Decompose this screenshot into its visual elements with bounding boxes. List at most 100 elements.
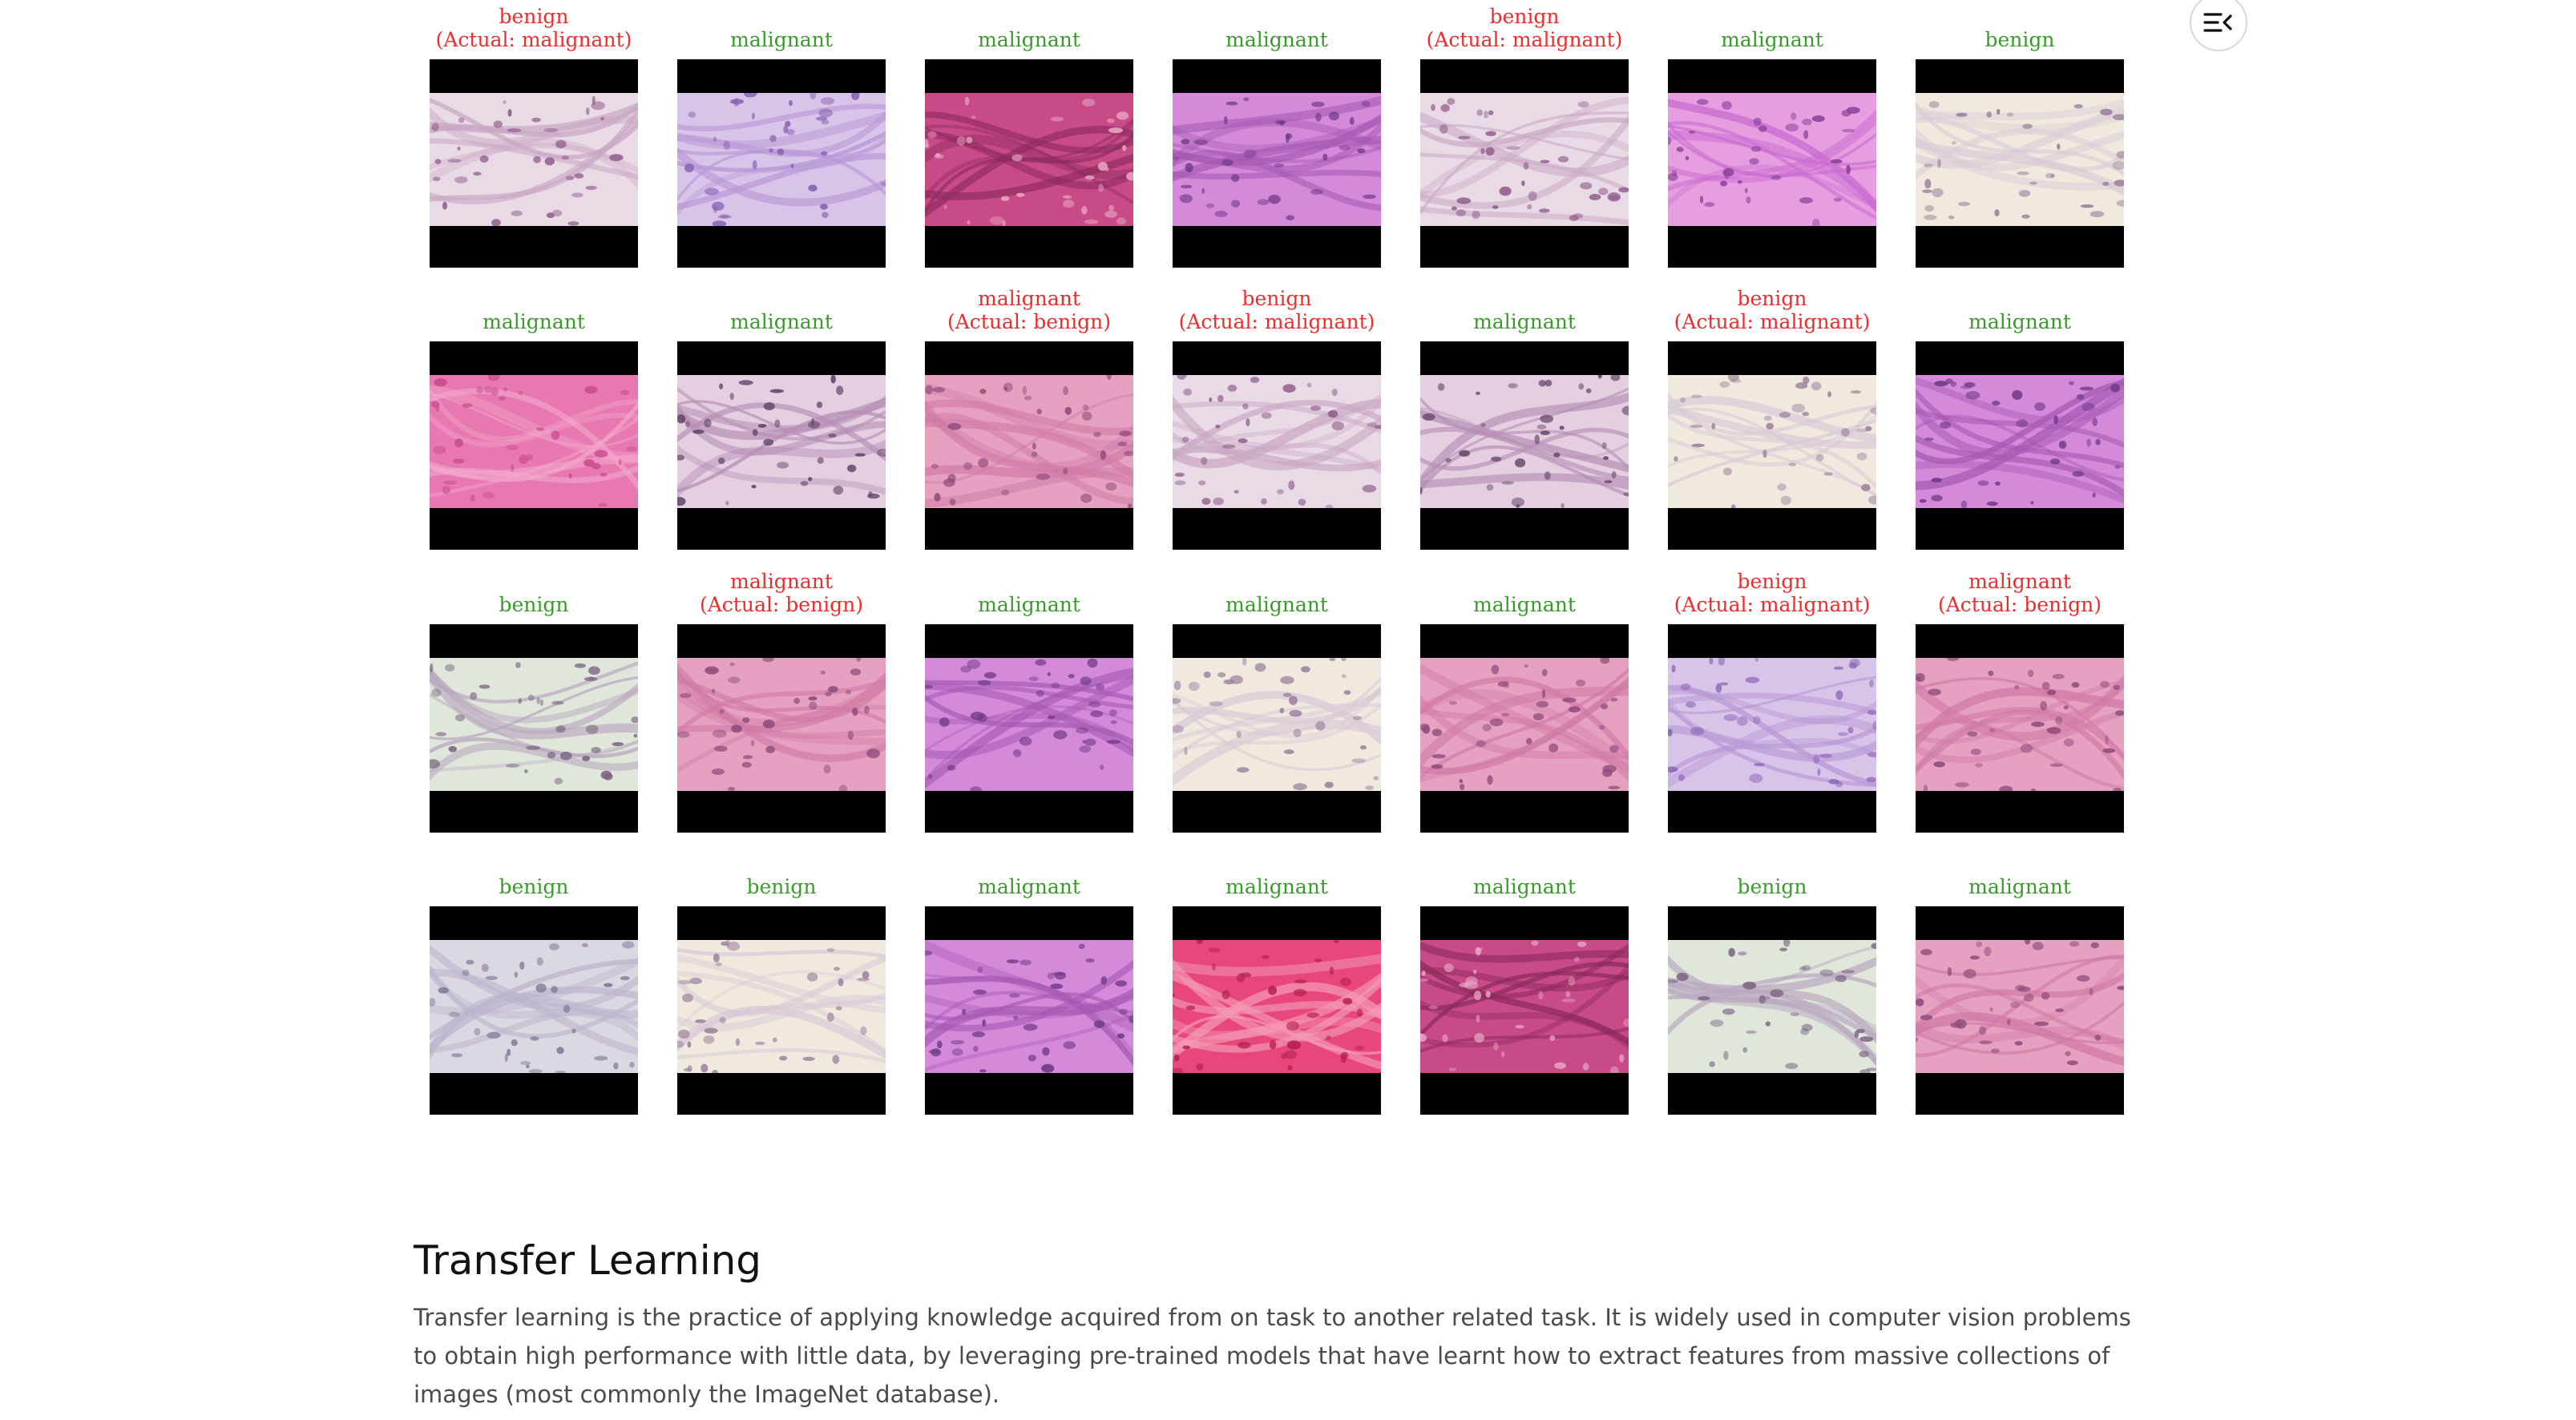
tissue-sample bbox=[1916, 375, 2124, 508]
histology-image bbox=[925, 59, 1133, 268]
prediction-caption: malignant bbox=[629, 310, 934, 333]
prediction-caption: benign bbox=[382, 593, 686, 616]
histology-image bbox=[1420, 624, 1629, 833]
histology-image bbox=[1668, 906, 1876, 1115]
histology-image bbox=[925, 624, 1133, 833]
tissue-sample bbox=[1173, 940, 1381, 1073]
grid-cell: malignant(Actual: benign) bbox=[1916, 565, 2124, 833]
predicted-label: malignant bbox=[978, 287, 1080, 310]
grid-cell: benign(Actual: malignant) bbox=[1173, 282, 1381, 550]
grid-cell: malignant bbox=[1668, 0, 1876, 268]
predicted-label: malignant bbox=[1968, 310, 2071, 333]
predicted-label: malignant bbox=[730, 28, 833, 51]
tissue-sample bbox=[430, 658, 638, 791]
prediction-caption: benign(Actual: malignant) bbox=[1372, 5, 1677, 51]
prediction-caption: malignant bbox=[1372, 593, 1677, 616]
predicted-label: malignant bbox=[1968, 570, 2071, 593]
prediction-caption: malignant bbox=[1372, 310, 1677, 333]
prediction-caption: malignant(Actual: benign) bbox=[629, 570, 934, 616]
predicted-label: malignant bbox=[1473, 875, 1576, 898]
prediction-caption: malignant bbox=[877, 28, 1181, 51]
menu-toggle-button[interactable] bbox=[2190, 0, 2247, 51]
histology-image bbox=[677, 59, 886, 268]
grid-cell: benign bbox=[1668, 847, 1876, 1115]
prediction-caption: malignant(Actual: benign) bbox=[877, 287, 1181, 333]
tissue-sample bbox=[925, 93, 1133, 226]
histology-image bbox=[1173, 906, 1381, 1115]
grid-cell: malignant bbox=[1916, 847, 2124, 1115]
predicted-label: benign bbox=[499, 5, 569, 28]
histology-image bbox=[1173, 624, 1381, 833]
prediction-caption: malignant bbox=[1867, 875, 2172, 898]
histology-image bbox=[430, 624, 638, 833]
histology-image bbox=[1420, 906, 1629, 1115]
grid-cell: malignant bbox=[1420, 282, 1629, 550]
histology-image bbox=[925, 341, 1133, 550]
histology-image bbox=[1668, 624, 1876, 833]
prediction-caption: benign bbox=[1620, 875, 1924, 898]
prediction-caption: malignant bbox=[877, 593, 1181, 616]
prediction-caption: benign bbox=[1867, 28, 2172, 51]
predicted-label: malignant bbox=[1473, 310, 1576, 333]
actual-label: (Actual: benign) bbox=[1938, 593, 2102, 616]
histology-image bbox=[677, 341, 886, 550]
tissue-sample bbox=[1668, 940, 1876, 1073]
grid-cell: malignant bbox=[677, 282, 886, 550]
histology-image bbox=[925, 906, 1133, 1115]
predicted-label: malignant bbox=[978, 875, 1080, 898]
predicted-label: malignant bbox=[1473, 593, 1576, 616]
section-heading: Transfer Learning bbox=[414, 1237, 762, 1284]
predicted-label: benign bbox=[1984, 28, 2055, 51]
prediction-caption: malignant bbox=[1124, 875, 1429, 898]
tissue-sample bbox=[1916, 658, 2124, 791]
prediction-caption: malignant bbox=[877, 875, 1181, 898]
tissue-sample bbox=[1668, 93, 1876, 226]
prediction-caption: benign(Actual: malignant) bbox=[1124, 287, 1429, 333]
tissue-sample bbox=[925, 940, 1133, 1073]
grid-cell: benign(Actual: malignant) bbox=[430, 0, 638, 268]
tissue-sample bbox=[1420, 375, 1629, 508]
histology-image bbox=[430, 906, 638, 1115]
prediction-caption: malignant bbox=[1620, 28, 1924, 51]
histology-image bbox=[1668, 341, 1876, 550]
grid-cell: malignant bbox=[925, 0, 1133, 268]
histology-image bbox=[1916, 624, 2124, 833]
prediction-caption: malignant(Actual: benign) bbox=[1867, 570, 2172, 616]
grid-cell: malignant bbox=[925, 565, 1133, 833]
tissue-sample bbox=[677, 93, 886, 226]
prediction-caption: benign(Actual: malignant) bbox=[1620, 287, 1924, 333]
histology-image bbox=[677, 624, 886, 833]
grid-cell: benign(Actual: malignant) bbox=[1668, 565, 1876, 833]
grid-cell: benign(Actual: malignant) bbox=[1668, 282, 1876, 550]
predicted-label: benign bbox=[1489, 5, 1560, 28]
grid-cell: benign bbox=[677, 847, 886, 1115]
prediction-caption: malignant bbox=[1372, 875, 1677, 898]
tissue-sample bbox=[677, 658, 886, 791]
histology-image bbox=[430, 59, 638, 268]
prediction-caption: malignant bbox=[629, 28, 934, 51]
tissue-sample bbox=[925, 658, 1133, 791]
predicted-label: malignant bbox=[978, 593, 1080, 616]
predicted-label: malignant bbox=[1225, 593, 1328, 616]
tissue-sample bbox=[1668, 658, 1876, 791]
tissue-sample bbox=[1916, 93, 2124, 226]
predicted-label: benign bbox=[746, 875, 817, 898]
predicted-label: benign bbox=[499, 875, 569, 898]
actual-label: (Actual: malignant) bbox=[1426, 28, 1623, 51]
tissue-sample bbox=[1420, 658, 1629, 791]
predicted-label: malignant bbox=[482, 310, 585, 333]
histology-image bbox=[1420, 341, 1629, 550]
prediction-caption: benign(Actual: malignant) bbox=[1620, 570, 1924, 616]
grid-cell: malignant bbox=[1173, 0, 1381, 268]
tissue-sample bbox=[677, 940, 886, 1073]
histology-image bbox=[1916, 59, 2124, 268]
actual-label: (Actual: malignant) bbox=[1674, 593, 1871, 616]
histology-image bbox=[1420, 59, 1629, 268]
histology-image bbox=[1916, 906, 2124, 1115]
grid-cell: malignant bbox=[1420, 565, 1629, 833]
prediction-caption: benign(Actual: malignant) bbox=[382, 5, 686, 51]
predicted-label: malignant bbox=[1721, 28, 1823, 51]
tissue-sample bbox=[430, 375, 638, 508]
histology-image bbox=[1173, 59, 1381, 268]
grid-cell: malignant bbox=[1420, 847, 1629, 1115]
